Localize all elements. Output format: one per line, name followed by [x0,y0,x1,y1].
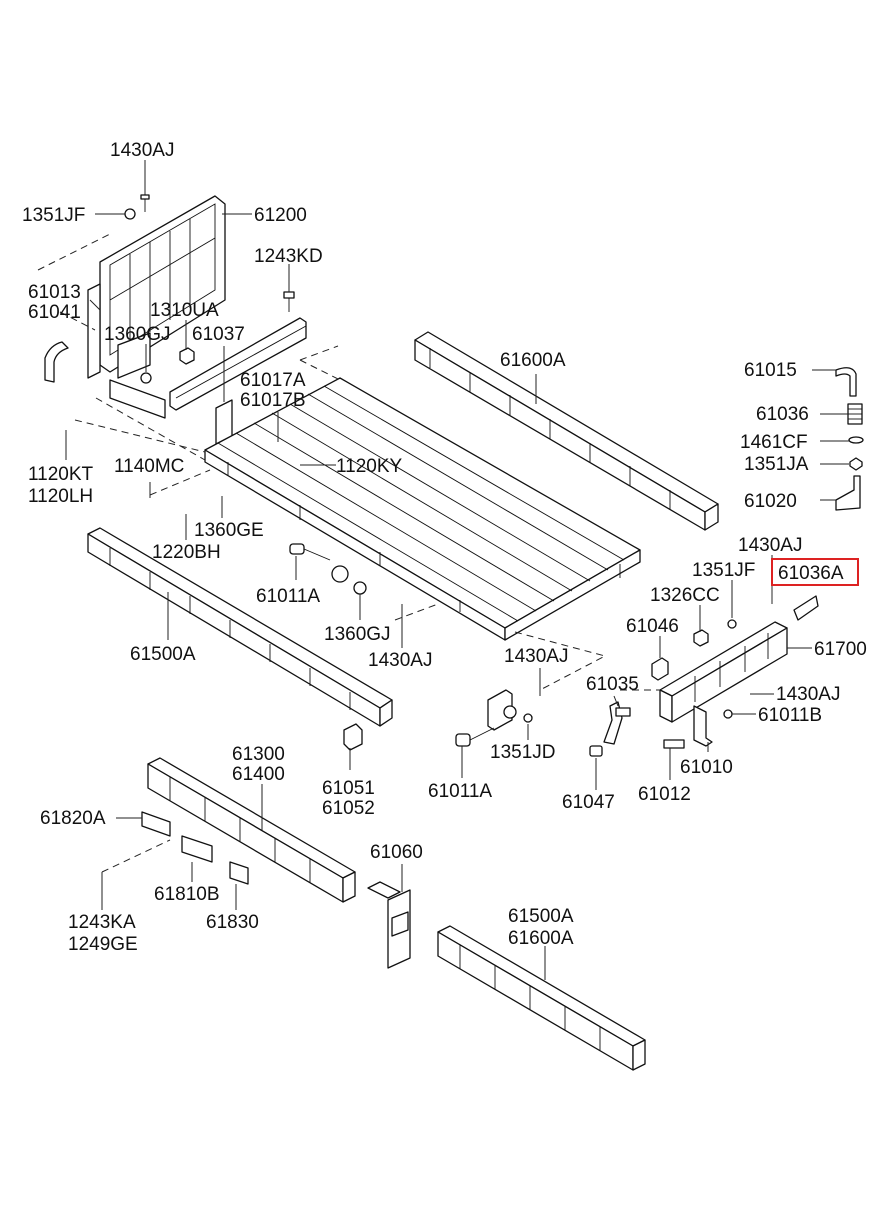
label-61046: 61046 [626,616,679,637]
label-61500a-left: 61500A [130,644,196,665]
highlight-box-61036a [771,558,859,586]
label-61036a[interactable]: 61036A [778,563,844,584]
washer-1360gj-top [140,372,152,384]
part-labels: 1430AJ 1351JF 61200 1243KD 61013 61041 1… [22,140,867,955]
label-61013: 61013 [28,282,81,303]
label-61010: 61010 [680,757,733,778]
label-1243kd: 1243KD [254,246,323,267]
leader-lines [65,160,849,980]
pin-61011a-mid [289,543,331,561]
label-61047: 61047 [562,792,615,813]
label-1351jf-top: 1351JF [22,205,85,226]
label-1220bh: 1220BH [152,542,221,563]
washer-1461cf [848,436,864,444]
label-1120ky: 1120KY [336,456,403,477]
side-panel-61600a-top [414,331,719,531]
pin-61012 [663,739,685,749]
rod-61036a [793,595,819,621]
label-1430aj-r2: 1430AJ [776,684,840,705]
label-61017b: 61017B [240,390,306,411]
bush-61046 [651,657,669,681]
spring-61036 [847,403,863,425]
label-61041: 61041 [28,302,81,323]
label-61060: 61060 [370,842,423,863]
label-61500a-bot: 61500A [508,906,574,927]
grip-61047 [589,745,603,757]
label-1310ua: 1310UA [150,300,219,321]
label-61017a: 61017A [240,370,306,391]
bolt-1430aj-top [140,188,150,212]
label-61200: 61200 [254,205,307,226]
label-61011a-bot: 61011A [428,781,492,802]
nut-1310ua [179,347,195,365]
nut-1351jf-top [124,208,136,220]
label-1430aj-right: 1430AJ [738,535,802,556]
label-1351jf-right: 1351JF [692,560,755,581]
label-1461cf: 1461CF [740,432,808,453]
label-1249ge: 1249GE [68,934,138,955]
pin-61011a-bot [455,727,495,747]
label-1430aj-top: 1430AJ [110,140,174,161]
label-61037: 61037 [192,324,245,345]
nut-1326cc [693,629,709,647]
label-61810b: 61810B [154,884,220,905]
plate-61830 [229,861,249,885]
label-1360gj-top: 1360GJ [104,324,171,345]
washer-61011b [723,709,733,719]
bracket-61020 [835,475,861,511]
label-61300: 61300 [232,744,285,765]
label-61036: 61036 [756,404,809,425]
rod-61015 [835,367,857,397]
latch-61010 [693,705,713,747]
nut-1351ja [849,457,863,471]
assembly-lines [37,233,660,873]
label-61015: 61015 [744,360,797,381]
label-61830: 61830 [206,912,259,933]
plate-61820a [141,811,171,837]
label-61011a-mid: 61011A [256,586,320,607]
label-61600a-bot: 61600A [508,928,574,949]
hinge-61051 [343,723,363,751]
label-61700: 61700 [814,639,867,660]
post-61060 [367,881,411,969]
label-1243ka: 1243KA [68,912,136,933]
nut-1351jf-right [727,619,737,629]
handle-part [44,341,69,383]
rear-panel-bottom [437,925,646,1071]
label-61012: 61012 [638,784,691,805]
label-1120kt: 1120KT [28,464,94,485]
plate-61810b [181,835,213,863]
hinge-block-center [487,689,533,731]
label-1351jd: 1351JD [490,742,556,763]
platform-floor [204,377,641,641]
tailgate-61700 [659,621,788,723]
label-1430aj-mid: 1430AJ [368,650,432,671]
label-61051: 61051 [322,778,375,799]
label-1360gj-mid: 1360GJ [324,624,391,645]
label-61400: 61400 [232,764,285,785]
label-61820a: 61820A [40,808,106,829]
label-1430aj-center: 1430AJ [504,646,568,667]
label-1326cc: 1326CC [650,585,720,606]
label-1351ja: 1351JA [744,454,809,475]
label-61600a-top: 61600A [500,350,566,371]
label-61035: 61035 [586,674,639,695]
washer-1360gj-mid [353,581,367,595]
headboard-guard [87,195,226,419]
bolt-1243kd [283,291,295,312]
label-1120lh: 1120LH [28,486,93,507]
label-61020: 61020 [744,491,797,512]
front-panel-61300 [147,757,356,903]
side-panel-61500a-left [87,527,393,727]
label-1360ge: 1360GE [194,520,264,541]
label-61052: 61052 [322,798,375,819]
label-1140mc: 1140MC [114,456,184,477]
label-61011b: 61011B [758,705,822,726]
